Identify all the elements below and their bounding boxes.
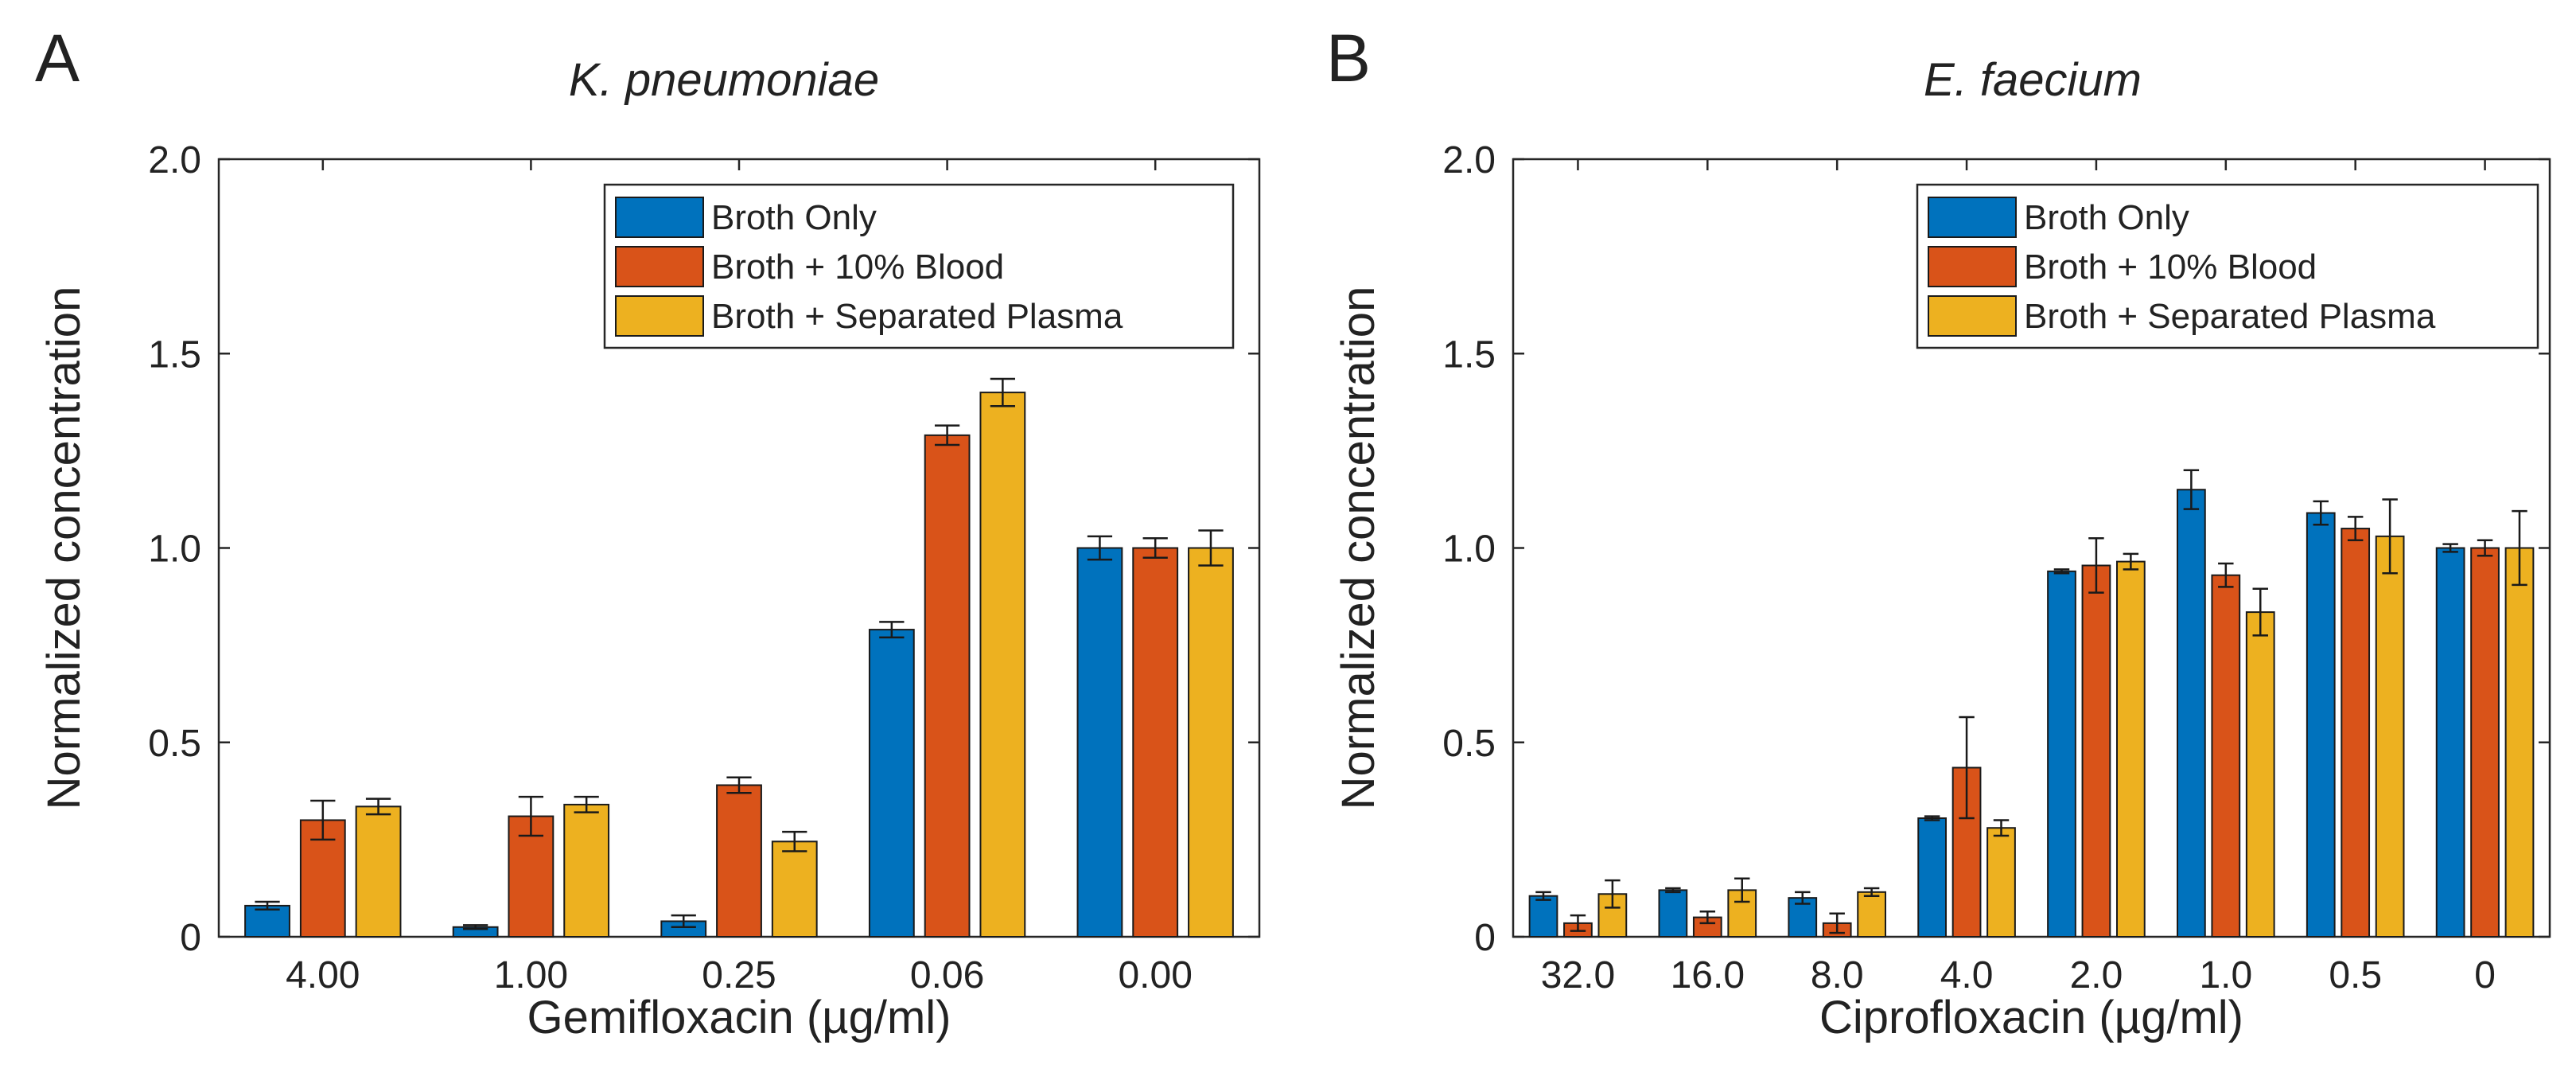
bar-broth-separated-plasma-0.5 (2375, 535, 2405, 938)
bar-broth-separated-plasma-1.0 (2245, 611, 2275, 938)
bar-broth-separated-plasma-0 (2504, 547, 2535, 938)
legend-entry: Broth + Separated Plasma (2024, 297, 2436, 336)
bar-broth-separated-plasma-0.00 (1188, 547, 1234, 938)
bar-broth-10-blood-0.25 (716, 784, 762, 938)
x-axis-label: Ciprofloxacin (µg/ml) (1819, 992, 2243, 1043)
bar-broth-10-blood-0.5 (2341, 528, 2371, 938)
x-tick-label: 0.25 (702, 954, 776, 996)
bar-broth-only-2.0 (2047, 570, 2076, 938)
bar-broth-10-blood-0.06 (924, 434, 971, 938)
legend-entry: Broth + Separated Plasma (711, 297, 1123, 336)
legend-swatch (1928, 197, 2017, 238)
bar-broth-only-16.0 (1658, 889, 1688, 938)
x-tick-label: 0.06 (910, 954, 984, 996)
y-axis-label: Normalized concentration (1333, 287, 1384, 810)
x-tick-label: 1.0 (2199, 954, 2252, 996)
x-tick-label: 32.0 (1541, 954, 1615, 996)
y-tick-label: 1.0 (1442, 528, 1496, 571)
bar-broth-separated-plasma-0.06 (979, 392, 1026, 938)
bar-broth-separated-plasma-4.00 (355, 805, 402, 938)
bar-broth-10-blood-1.0 (2211, 574, 2241, 938)
legend-frame (1916, 183, 2539, 349)
x-tick-label: 4.00 (286, 954, 360, 996)
x-tick-label: 2.0 (2070, 954, 2123, 996)
bar-broth-separated-plasma-8.0 (1857, 891, 1886, 938)
y-tick-label: 2.0 (1442, 139, 1496, 181)
bar-broth-only-4.0 (1917, 817, 1948, 938)
legend-entry: Broth Only (711, 198, 877, 237)
bar-broth-10-blood-4.0 (1951, 766, 1982, 938)
bar-broth-separated-plasma-4.0 (1986, 827, 2016, 938)
y-tick-label: 2.0 (148, 139, 201, 181)
bar-broth-separated-plasma-2.0 (2115, 560, 2146, 938)
bar-broth-only-4.00 (244, 904, 290, 938)
legend-entry: Broth + 10% Blood (711, 248, 1004, 287)
bar-broth-10-blood-2.0 (2081, 564, 2111, 938)
chart-title: K. pneumoniae (569, 54, 879, 106)
bar-broth-10-blood-0 (2470, 547, 2500, 938)
bar-broth-only-0.5 (2306, 512, 2336, 938)
legend-swatch (1928, 246, 2017, 287)
bar-broth-only-1.0 (2177, 489, 2206, 938)
x-tick-label: 0.5 (2329, 954, 2382, 996)
x-tick-label: 0 (2474, 954, 2496, 996)
legend-entry: Broth Only (2024, 198, 2189, 237)
legend-swatch (615, 246, 704, 287)
legend-swatch (615, 295, 704, 337)
legend-frame (603, 183, 1235, 349)
chart-title: E. faecium (1924, 54, 2142, 106)
legend-entry: Broth + 10% Blood (2024, 248, 2317, 287)
y-tick-label: 0 (1474, 917, 1496, 959)
legend-swatch (615, 197, 704, 238)
bar-broth-separated-plasma-1.00 (563, 803, 610, 938)
panel-label: A (35, 21, 80, 96)
y-tick-label: 0.5 (1442, 723, 1496, 765)
bar-broth-only-0 (2435, 547, 2465, 938)
x-tick-label: 4.0 (1940, 954, 1994, 996)
bar-broth-separated-plasma-0.25 (771, 840, 818, 938)
y-tick-label: 1.0 (148, 528, 201, 571)
y-tick-label: 1.5 (1442, 333, 1496, 376)
bar-broth-10-blood-0.00 (1132, 547, 1179, 938)
y-tick-label: 1.5 (148, 333, 201, 376)
legend-swatch (1928, 295, 2017, 337)
y-axis-label: Normalized concentration (38, 287, 90, 810)
panel-label: B (1326, 21, 1371, 96)
y-tick-label: 0.5 (148, 723, 201, 765)
bar-broth-only-0.00 (1076, 547, 1123, 938)
y-tick-label: 0 (180, 917, 201, 959)
x-tick-label: 0.00 (1118, 954, 1192, 996)
x-tick-label: 16.0 (1671, 954, 1745, 996)
x-axis-label: Gemifloxacin (µg/ml) (527, 992, 951, 1043)
bar-broth-only-0.06 (868, 629, 915, 938)
x-tick-label: 8.0 (1811, 954, 1864, 996)
bar-broth-only-32.0 (1528, 895, 1558, 938)
x-tick-label: 1.00 (494, 954, 568, 996)
